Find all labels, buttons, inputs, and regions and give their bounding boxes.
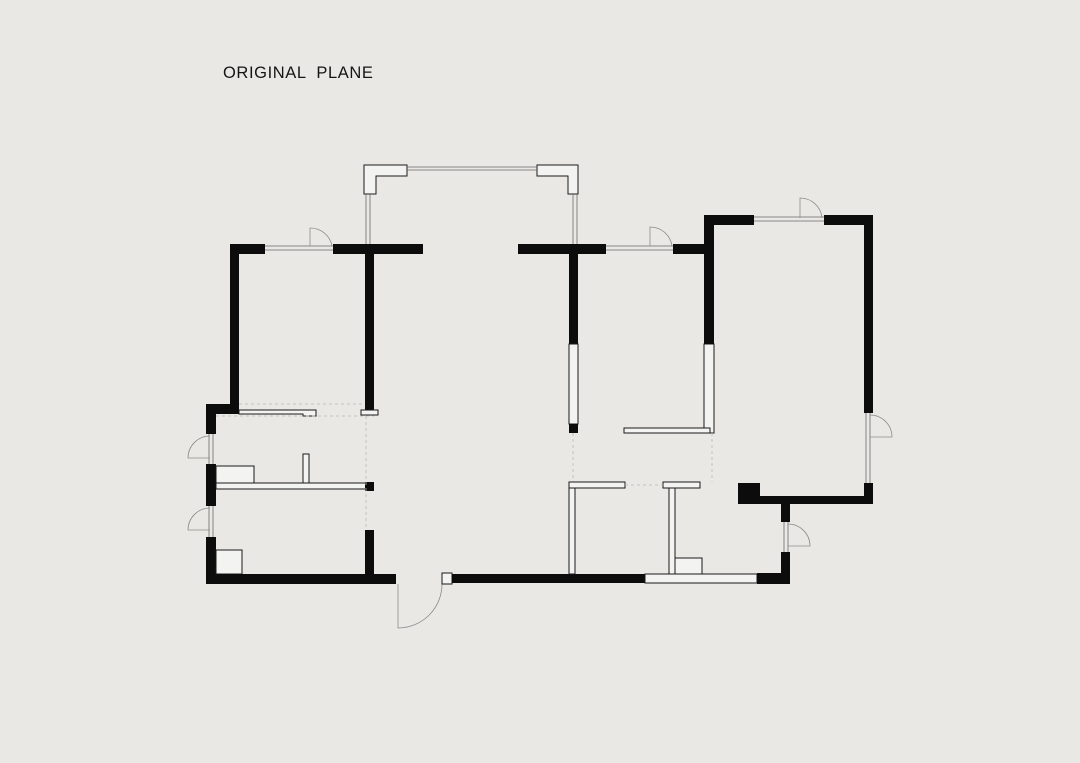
- bottom-walls: [206, 530, 790, 629]
- kitchen-walls: [568, 481, 811, 575]
- left-service-walls: [187, 403, 374, 584]
- bay-window: [363, 164, 579, 244]
- master-bedroom-walls: [704, 197, 893, 522]
- plan-title: ORIGINAL PLANE: [223, 64, 374, 82]
- left-bedroom-walls: [206, 227, 423, 434]
- middle-bedroom-walls: [518, 226, 715, 482]
